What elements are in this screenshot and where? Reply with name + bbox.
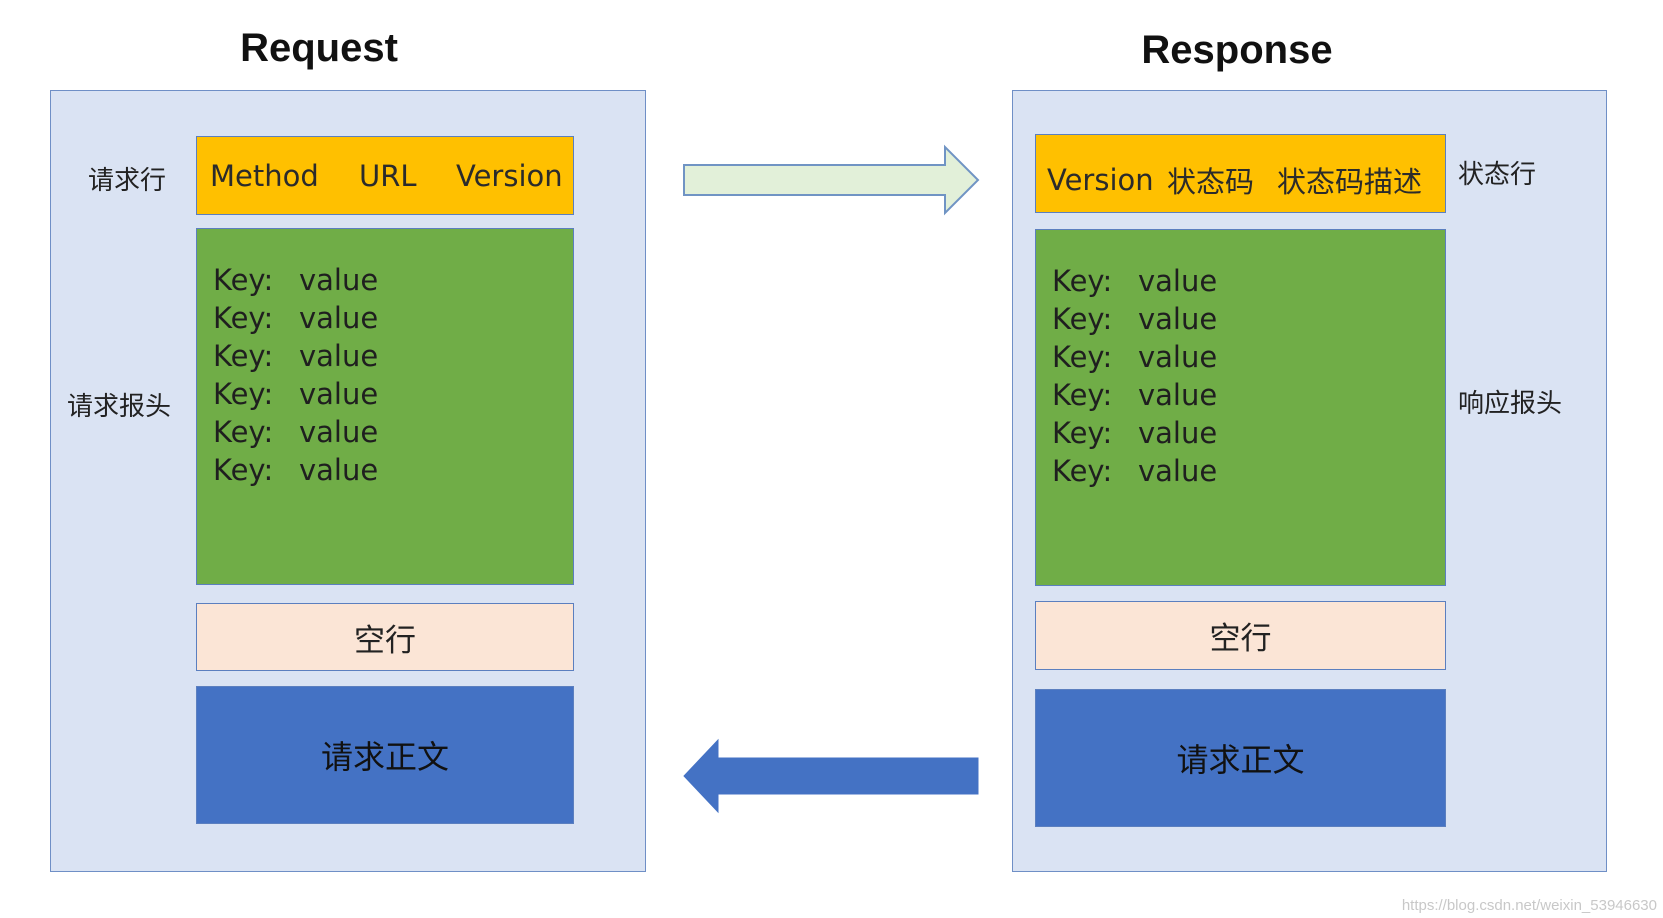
header-row: Key: value [1052,414,1217,452]
header-key: Key: [213,301,274,335]
header-value: value [299,415,379,449]
header-row: Key: value [213,337,378,375]
header-row: Key: value [1052,376,1217,414]
request-body-label: 请求正文 [320,738,449,776]
watermark: https://blog.csdn.net/weixin_53946630 [1401,897,1657,914]
request-title: Request [240,26,398,70]
header-key: Key: [213,377,274,411]
request-line: Method URL Version [196,136,574,215]
response-arrow-shape [683,738,979,814]
response-status-code: 状态码 [1167,164,1255,199]
request-url: URL [359,158,417,193]
header-value: value [299,301,379,335]
header-value: value [1138,340,1218,374]
header-value: value [299,263,379,297]
header-key: Key: [1052,302,1113,336]
response-body: 请求正文 [1035,689,1446,827]
response-line: Version 状态码 状态码描述 [1035,134,1446,213]
request-method: Method [210,158,319,193]
response-status-desc: 状态码描述 [1277,164,1423,199]
request-body: 请求正文 [196,686,574,824]
response-blank-line: 空行 [1035,601,1446,670]
header-value: value [1138,416,1218,450]
response-body-label: 请求正文 [1176,741,1305,779]
response-version: Version [1047,162,1154,197]
request-line-label: 请求行 [88,166,167,196]
request-version: Version [456,158,563,193]
response-title: Response [1141,28,1333,72]
header-row: Key: value [213,375,378,413]
request-arrow-shape [683,144,980,216]
header-value: value [299,377,379,411]
header-row: Key: value [213,451,378,489]
header-row: Key: value [1052,300,1217,338]
header-key: Key: [1052,454,1113,488]
header-value: value [299,339,379,373]
header-key: Key: [1052,264,1113,298]
response-line-label: 状态行 [1458,160,1537,190]
request-blank-line: 空行 [196,603,574,671]
header-row: Key: value [213,413,378,451]
header-row: Key: value [1052,452,1217,490]
header-key: Key: [213,453,274,487]
header-row: Key: value [213,299,378,337]
response-headers-label: 响应报头 [1458,389,1563,419]
response-arrow [683,738,979,814]
header-key: Key: [213,263,274,297]
request-arrow [683,144,980,216]
header-value: value [1138,378,1218,412]
header-row: Key: value [1052,338,1217,376]
header-key: Key: [1052,340,1113,374]
header-key: Key: [1052,378,1113,412]
response-blank-line-label: 空行 [1209,621,1272,657]
header-value: value [1138,264,1218,298]
header-key: Key: [213,415,274,449]
request-headers-label: 请求报头 [67,392,172,422]
header-value: value [1138,302,1218,336]
header-row: Key: value [213,261,378,299]
header-key: Key: [213,339,274,373]
request-blank-line-label: 空行 [354,622,416,659]
header-value: value [1138,454,1218,488]
header-row: Key: value [1052,262,1217,300]
header-key: Key: [1052,416,1113,450]
header-value: value [299,453,379,487]
